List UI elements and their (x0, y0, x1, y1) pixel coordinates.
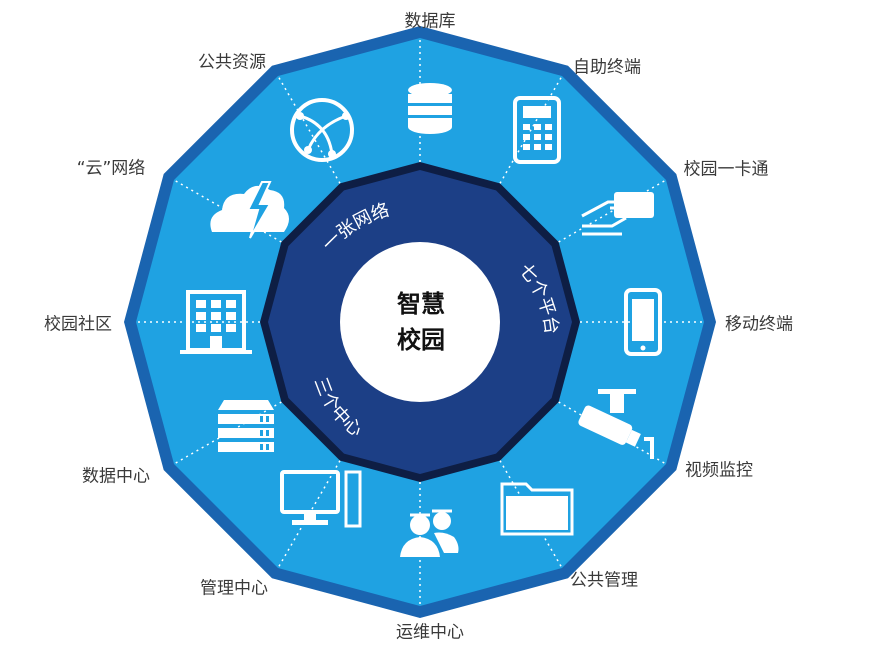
segment-label-management-center: 管理中心 (200, 578, 268, 599)
cctv-camera-icon (578, 389, 654, 459)
center-title-line2: 校园 (397, 326, 445, 354)
cloud-lightning-icon (210, 181, 289, 239)
folder-icon (500, 482, 574, 536)
segment-separator-line (277, 460, 341, 569)
segment-label-public-resources: 公共资源 (198, 52, 266, 73)
segment-separator-line (173, 179, 282, 243)
center-title-line1: 智慧 (397, 290, 445, 318)
segment-label-campus-card: 校园一卡通 (683, 159, 769, 180)
calculator-icon (513, 96, 561, 164)
segment-separator-line (173, 401, 282, 465)
desktop-computer-icon (280, 470, 362, 528)
segment-label-mobile-terminal: 移动终端 (725, 314, 793, 335)
segment-separator-line (558, 179, 667, 243)
database-icon (408, 83, 452, 134)
segment-separator-line (499, 460, 563, 569)
users-icon (400, 509, 459, 557)
server-icon (218, 400, 274, 452)
segment-label-database: 数据库 (404, 11, 456, 32)
segment-separator-line (277, 75, 341, 184)
segment-separator-line (558, 401, 667, 465)
segment-label-ops-center: 运维中心 (396, 622, 464, 643)
segment-label-campus-community: 校园社区 (44, 314, 112, 335)
segment-label-public-management: 公共管理 (570, 570, 638, 591)
segment-separator-line (499, 75, 563, 184)
smartphone-icon (624, 288, 662, 356)
building-icon (180, 290, 252, 354)
segment-label-cloud-network: “云”网络 (76, 158, 146, 179)
segment-label-data-center: 数据中心 (82, 466, 150, 487)
center-disc (340, 242, 500, 402)
segment-separators (136, 38, 704, 606)
segment-label-self-service-terminal: 自助终端 (573, 57, 641, 78)
network-globe-icon (290, 98, 354, 162)
card-swipe-icon (581, 192, 654, 236)
segment-label-video-surveillance: 视频监控 (685, 460, 753, 481)
